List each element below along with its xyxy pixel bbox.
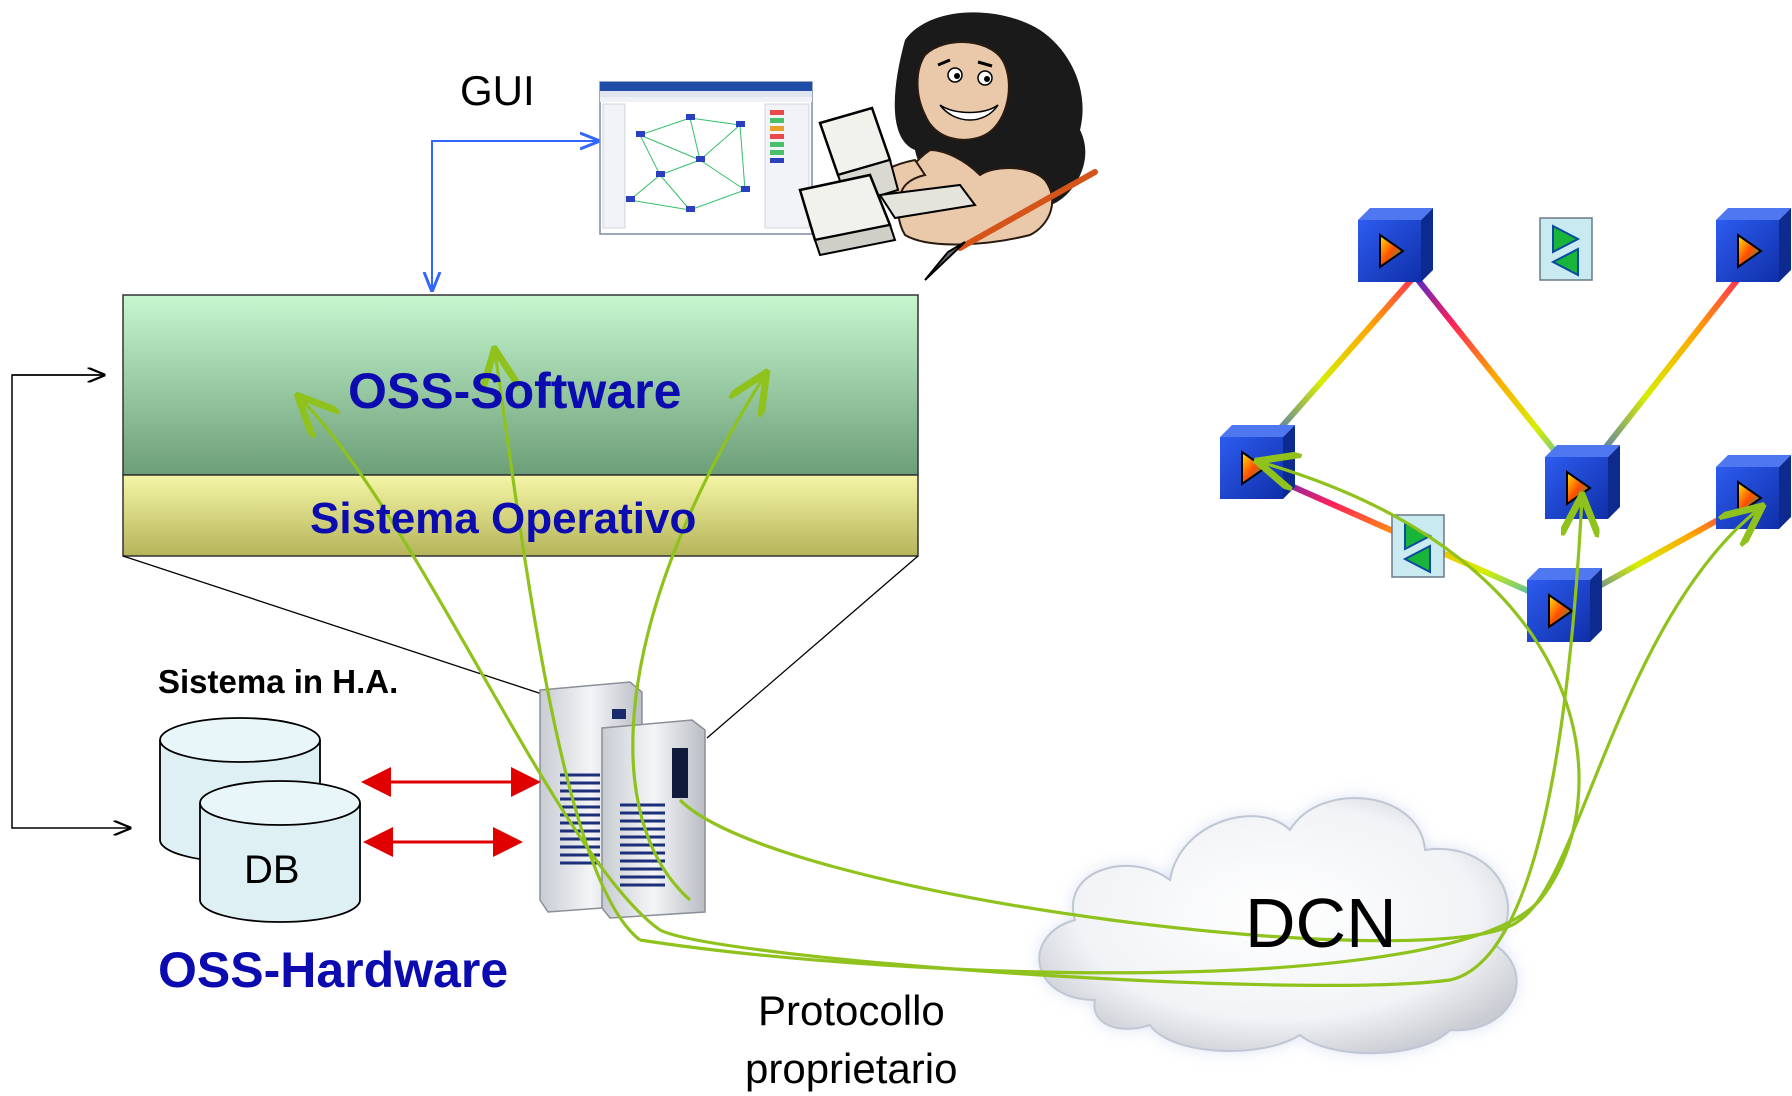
protocol-curves	[300, 352, 1760, 987]
optical-network	[1252, 239, 1751, 608]
dcn-label: DCN	[1245, 884, 1397, 962]
oss-hardware-label: OSS-Hardware	[158, 942, 509, 998]
gui-label: GUI	[460, 67, 535, 114]
server-tower-icon	[539, 681, 706, 919]
amplifier-icon	[1391, 514, 1445, 578]
db-label: DB	[244, 848, 300, 892]
oss-software-band	[122, 294, 919, 476]
gui-screenshot-icon	[599, 81, 813, 235]
network-node-icon	[1527, 568, 1602, 642]
protocollo-label-line1: Protocollo	[758, 987, 945, 1034]
sistema-operativo-band	[122, 474, 919, 557]
zoom-line-left	[122, 555, 546, 696]
network-node-icon	[1358, 208, 1433, 282]
network-node-icon	[1716, 208, 1791, 282]
caveman-user-icon	[798, 12, 1098, 281]
dcn-cloud-icon	[1038, 797, 1518, 1055]
network-node-icon	[1716, 455, 1791, 529]
gui-connector-arrow	[431, 141, 598, 290]
sistema-operativo-label: Sistema Operativo	[310, 494, 697, 543]
oss-software-label: OSS-Software	[348, 363, 682, 419]
sistema-ha-label: Sistema in H.A.	[158, 663, 399, 700]
protocollo-label-line2: proprietario	[745, 1045, 958, 1092]
zoom-line-right	[706, 555, 919, 739]
network-node-icon	[1220, 425, 1295, 499]
db-cylinder-front	[199, 780, 361, 923]
bracket-connector	[11, 374, 130, 828]
amplifier-icon	[1539, 217, 1593, 281]
